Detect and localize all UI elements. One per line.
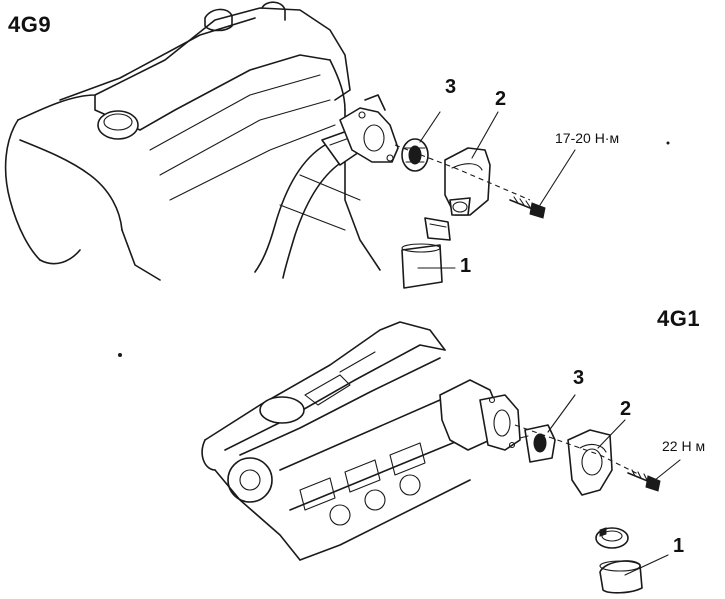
leader-torque-4g9 (539, 149, 576, 206)
hose-clamp-4g9 (424, 217, 451, 241)
water-outlet-4g9 (339, 94, 399, 163)
leader-3-4g1 (547, 394, 576, 433)
leader-2-4g1 (597, 419, 626, 449)
callout-housing-bottom: 2 (620, 398, 632, 420)
leader-2-4g9 (471, 111, 499, 159)
callout-thermostat-bottom: 3 (573, 367, 585, 389)
hose-section-4g1 (599, 560, 643, 594)
leader-1-4g1 (624, 554, 669, 576)
hose-section-4g9 (401, 243, 443, 289)
engine-code-bottom: 4G1 (657, 306, 701, 331)
speck (666, 141, 670, 145)
water-outlet-4g1 (439, 379, 521, 451)
thermostat-4g9 (401, 138, 429, 172)
callout-hose-bottom: 1 (673, 535, 685, 557)
callout-thermostat-top: 3 (445, 76, 457, 98)
thermostat-housing-4g1 (567, 429, 613, 496)
speck (118, 353, 122, 357)
leader-3-4g9 (419, 111, 441, 143)
bolt-4g1 (627, 469, 661, 492)
torque-spec-top: 17-20 Н·м (555, 130, 620, 146)
leader-torque-4g1 (654, 459, 681, 481)
callout-hose-top: 1 (460, 255, 472, 277)
bolt-4g9 (509, 196, 546, 219)
thermostat-housing-4g9 (444, 147, 491, 216)
engine-code-top: 4G9 (8, 12, 52, 37)
engine-4g1-block (201, 321, 471, 561)
callout-housing-top: 2 (495, 88, 507, 110)
torque-spec-bottom: 22 Н м (662, 438, 706, 454)
thermostat-4g1 (519, 424, 556, 463)
hose-clamp-4g1 (595, 527, 629, 549)
